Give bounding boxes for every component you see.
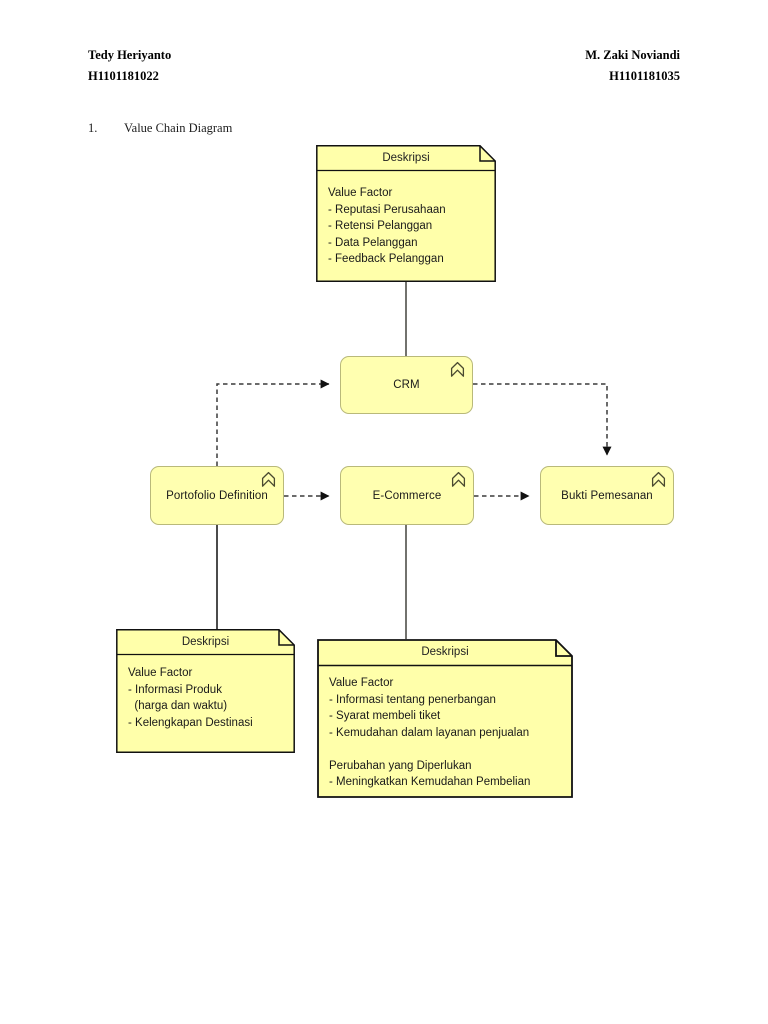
node-portofolio-label: Portofolio Definition bbox=[166, 489, 268, 502]
section-title-text: Value Chain Diagram bbox=[124, 121, 233, 135]
section-number: 1. bbox=[88, 121, 98, 135]
node-e-commerce[interactable]: E-Commerce bbox=[340, 466, 474, 525]
note-portofolio-shape bbox=[116, 629, 295, 753]
note-crm-body: Value Factor - Reputasi Perusahaan - Ret… bbox=[328, 187, 446, 265]
note-crm: Deskripsi Value Factor - Reputasi Perusa… bbox=[316, 145, 496, 282]
section-heading: 1. Value Chain Diagram bbox=[88, 121, 232, 136]
note-portofolio: Deskripsi Value Factor - Informasi Produ… bbox=[116, 629, 295, 753]
author-right-name: M. Zaki Noviandi bbox=[585, 48, 680, 62]
note-crm-shape bbox=[316, 145, 496, 282]
node-portofolio-background bbox=[150, 466, 284, 525]
note-ecommerce-body: Value Factor - Informasi tentang penerba… bbox=[329, 677, 531, 788]
author-left-name: Tedy Heriyanto bbox=[88, 48, 172, 62]
node-bukti-pemesanan[interactable]: Bukti Pemesanan bbox=[540, 466, 674, 525]
note-ecommerce-title: Deskripsi bbox=[421, 646, 469, 658]
business-process-icon bbox=[451, 471, 466, 487]
business-process-icon bbox=[450, 361, 465, 377]
node-ecommerce-background bbox=[340, 466, 474, 525]
note-portofolio-title: Deskripsi bbox=[181, 635, 230, 648]
node-crm[interactable]: CRM bbox=[340, 356, 473, 414]
node-bukti-background bbox=[540, 466, 674, 525]
node-ecommerce-label: E-Commerce bbox=[372, 489, 442, 502]
node-portofolio-definition[interactable]: Portofolio Definition bbox=[150, 466, 284, 525]
node-crm-background bbox=[340, 356, 473, 414]
business-process-icon bbox=[651, 471, 666, 487]
author-left-id: H1101181022 bbox=[88, 69, 159, 83]
note-portofolio-body: Value Factor - Informasi Produk (harga d… bbox=[128, 667, 253, 729]
note-ecommerce-shape bbox=[317, 639, 573, 798]
edge-portofolio-crm bbox=[216, 379, 330, 466]
business-process-icon bbox=[261, 471, 276, 487]
edge-crm-bukti bbox=[473, 383, 612, 456]
author-right-id: H1101181035 bbox=[609, 69, 680, 83]
node-bukti-label: Bukti Pemesanan bbox=[561, 489, 653, 502]
note-ecommerce: Deskripsi Value Factor - Informasi tenta… bbox=[317, 639, 573, 798]
node-crm-label: CRM bbox=[393, 379, 420, 391]
note-crm-title: Deskripsi bbox=[382, 151, 430, 164]
